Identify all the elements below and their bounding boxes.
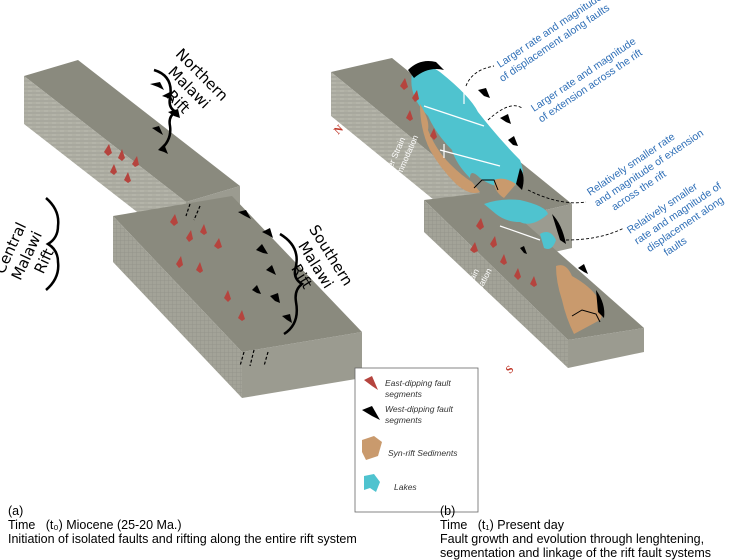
southern-rift-brace	[279, 232, 305, 336]
panel-a-diagram: Northern Malawi Rift Central Malawi Rift…	[0, 45, 362, 398]
lakes-icon	[364, 474, 380, 492]
panel-a-time-prefix: Time	[8, 518, 36, 532]
south-lake-small	[540, 232, 556, 249]
panel-b-time-line: Time (t₁) Present day	[440, 518, 711, 532]
panel-a-west-dipping-faults	[150, 82, 292, 323]
svg-text:East-dipping fault seg: East-dipping fault segments	[385, 378, 453, 399]
panel-a-time-line: Time (t₀) Miocene (25-20 Ma.)	[8, 518, 357, 532]
northern-rift-label: Northern Malawi Rift	[146, 45, 235, 134]
panel-a-time-symbol: (t₀)	[45, 518, 63, 532]
panel-b-extension-arrows	[423, 88, 541, 241]
panel-b-description-line-2: segmentation and linkage of the rift fau…	[440, 546, 711, 560]
syn-rift-sediments-icon	[362, 436, 382, 460]
panel-a-description: Initiation of isolated faults and riftin…	[8, 532, 357, 546]
legend-item-lakes: Lakes	[364, 474, 417, 492]
west-dipping-fault-icon	[362, 406, 380, 420]
panel-a-rift-braces	[45, 68, 305, 336]
panel-b-east-dipping-faults	[400, 78, 537, 287]
south-direction-label: S	[503, 363, 516, 376]
northern-rift-brace	[153, 68, 179, 151]
panel-a-east-dipping-faults	[104, 144, 245, 321]
panel-b-time-prefix: Time	[440, 518, 468, 532]
south-block-label: Slower Strain Accommodation	[447, 261, 494, 325]
svg-text:Syn-rift Sediments: Syn-rift Sediments	[388, 448, 458, 458]
panel-b-lakes	[411, 66, 556, 249]
legend-item-sediments: Syn-rift Sediments	[362, 436, 458, 460]
panel-b-diagram: Faster Strain Accommodation Slower Strai…	[331, 0, 726, 376]
panel-b-time-symbol: (t₁)	[477, 518, 494, 532]
panel-b-caption: (b) Time (t₁) Present day Fault growth a…	[440, 504, 711, 560]
panel-a-south-block	[113, 196, 362, 398]
panel-a-letter: (a)	[8, 504, 24, 518]
east-dipping-fault-icon	[364, 376, 378, 390]
panel-b-sediments	[420, 104, 603, 334]
annotation-leaders	[465, 65, 625, 241]
panel-b-letter: (b)	[440, 504, 456, 518]
panel-b-wedge-outline	[473, 179, 601, 323]
north-lake	[411, 66, 523, 187]
panel-a-caption: (a) Time (t₀) Miocene (25-20 Ma.) Initia…	[8, 504, 357, 546]
south-lake	[484, 199, 548, 224]
central-rift-brace	[45, 197, 60, 291]
legend: East-dipping fault segments West-dipping…	[354, 367, 479, 513]
legend-item-west-dipping: West-dipping fault segments	[362, 404, 455, 425]
svg-text:West-dipping fault seg: West-dipping fault segments	[385, 404, 455, 425]
panel-b-description-line-1: Fault growth and evolution through lengh…	[440, 532, 705, 546]
panel-b-time-value: Present day	[497, 518, 564, 532]
panel-a-time-value: Miocene (25-20 Ma.)	[66, 518, 182, 532]
svg-text:Lakes: Lakes	[394, 482, 417, 492]
legend-item-east-dipping: East-dipping fault segments	[364, 376, 453, 399]
panel-b-west-dipping-faults	[408, 61, 605, 318]
panel-a-fault-projections	[185, 203, 269, 367]
